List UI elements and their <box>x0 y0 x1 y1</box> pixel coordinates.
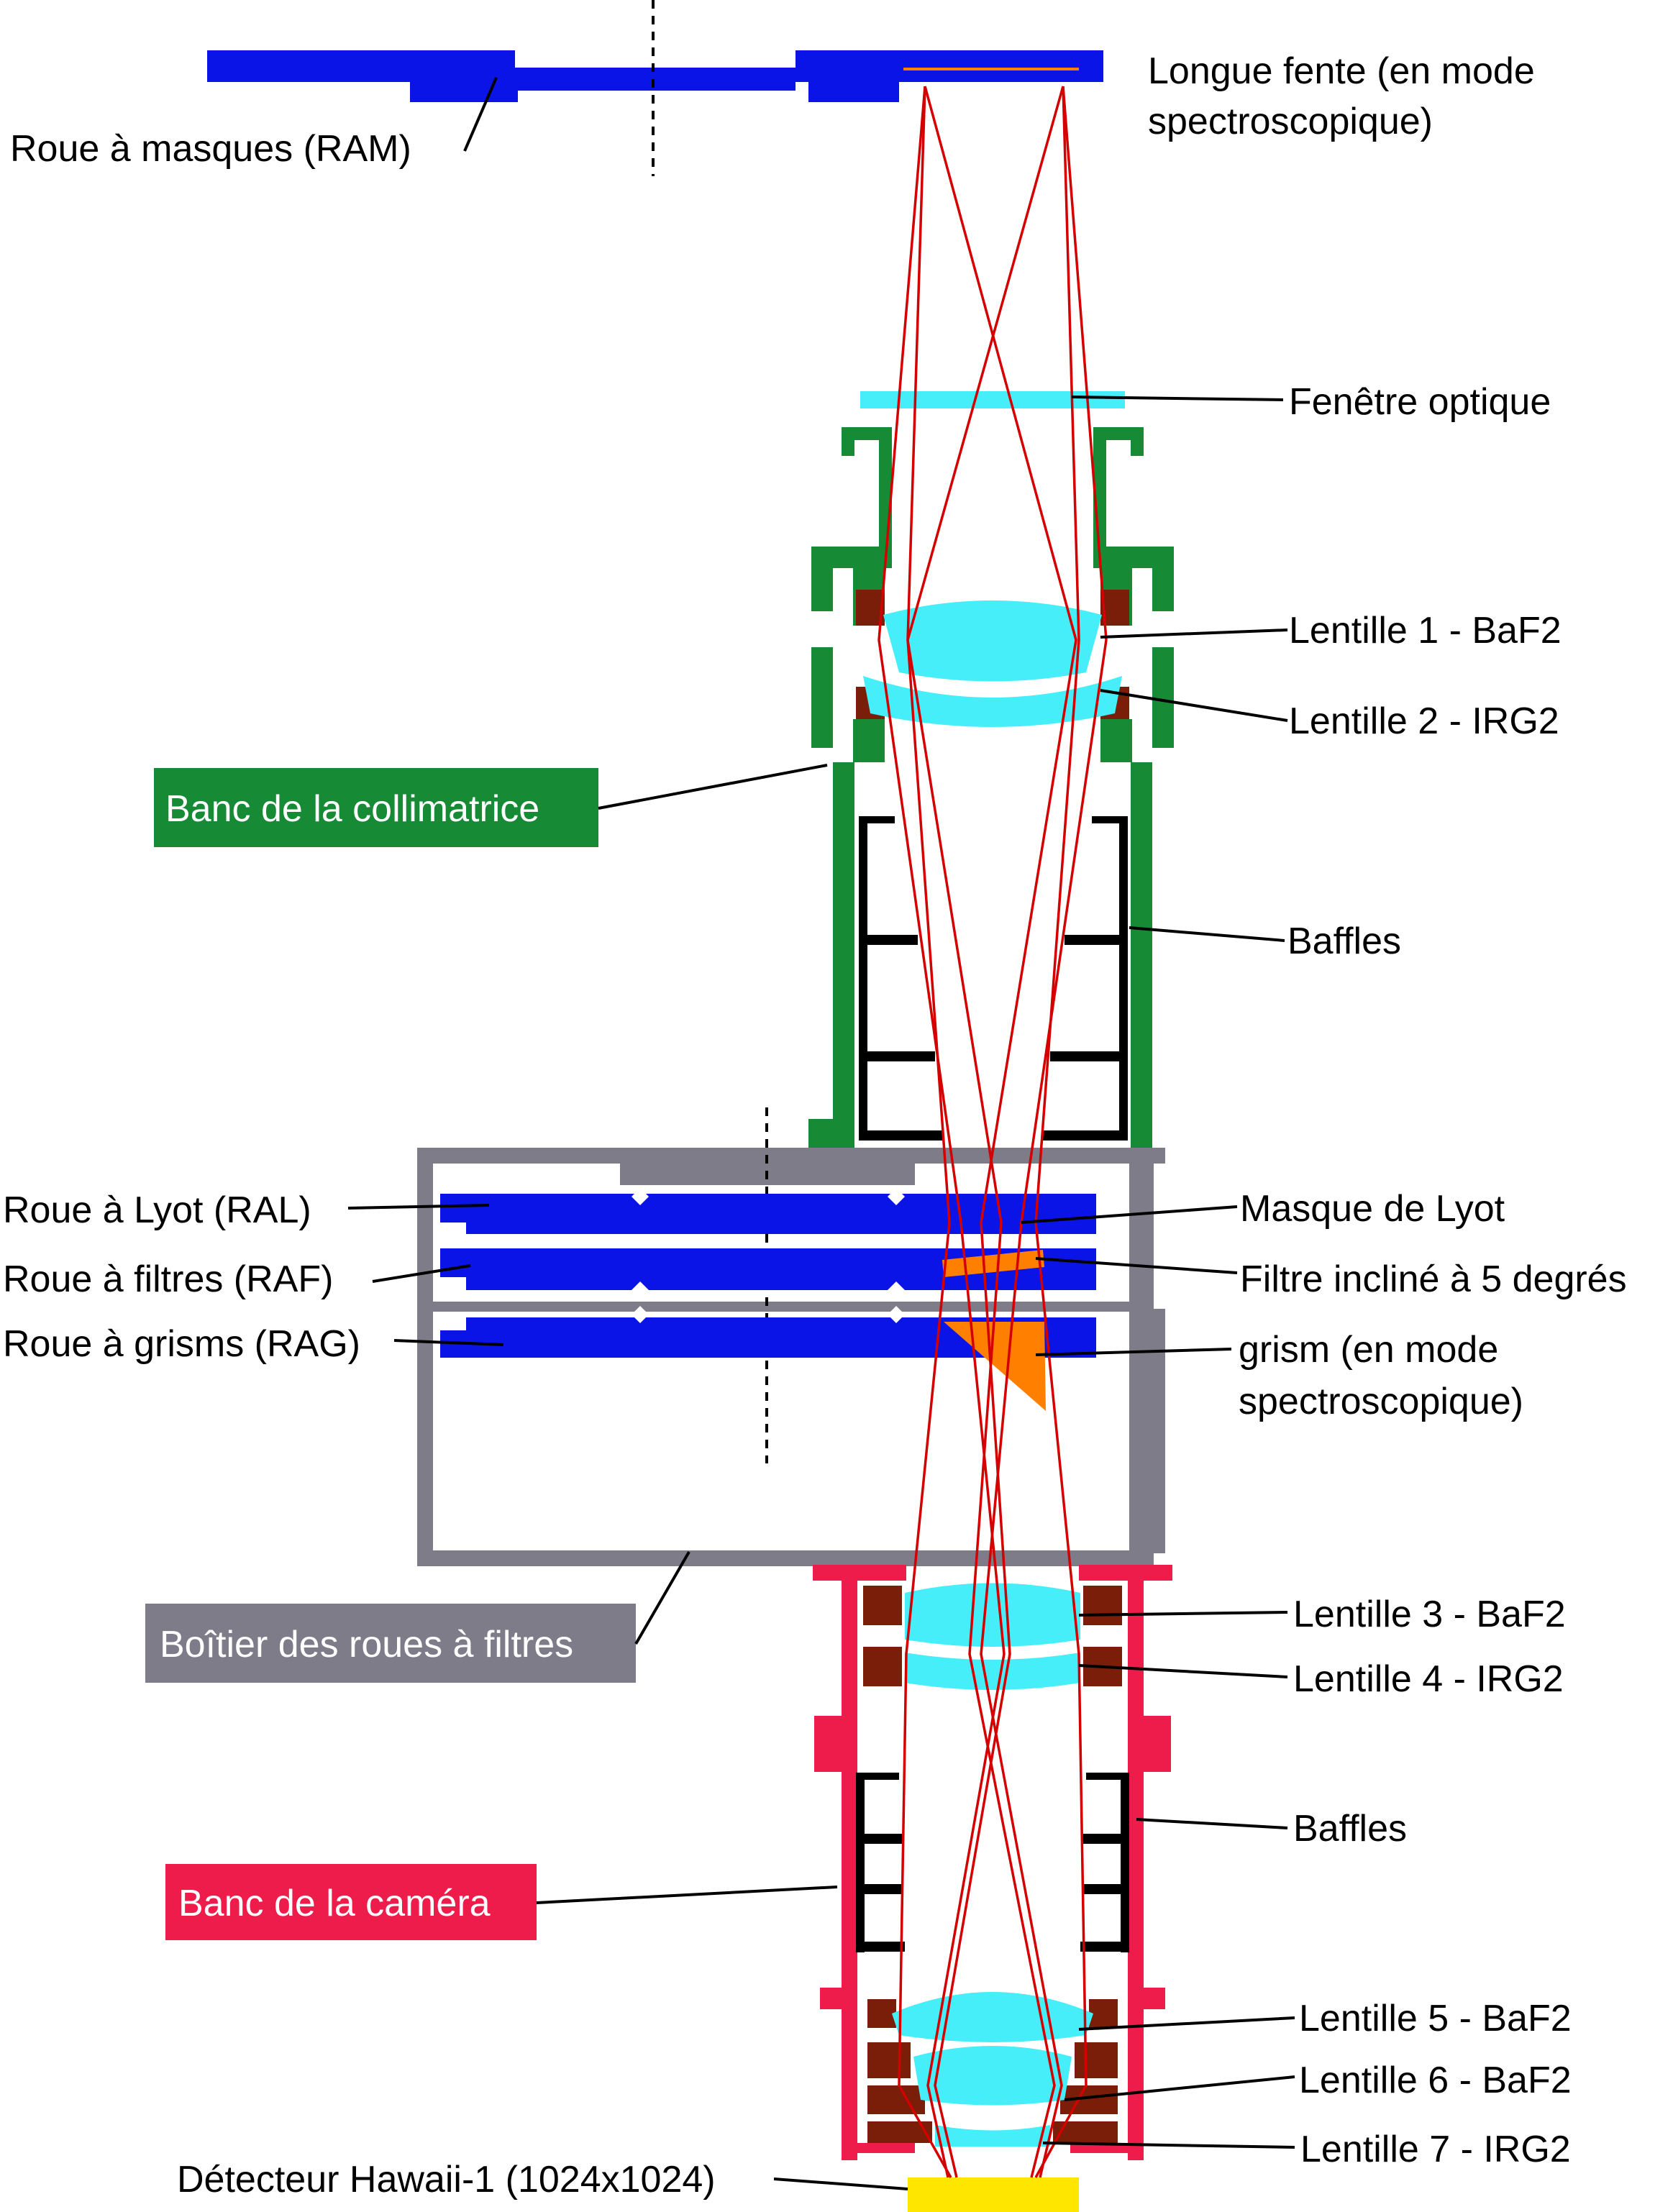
mask-wheel-label: Roue à masques (RAM) <box>10 128 411 170</box>
grism-label-line2: spectroscopique) <box>1239 1381 1523 1422</box>
detector-chip <box>908 2177 1079 2212</box>
filter-wheel-label: Roue à filtres (RAF) <box>3 1258 333 1300</box>
lens-1-label: Lentille 1 - BaF2 <box>1289 610 1562 652</box>
lens-6 <box>913 2046 1072 2106</box>
lyot-mask-label: Masque de Lyot <box>1240 1188 1505 1230</box>
grism-wheel-label: Roue à grisms (RAG) <box>3 1323 360 1365</box>
filter-wheel-housing <box>417 1148 1165 1566</box>
mask-wheel <box>207 50 1103 102</box>
lens-5-label: Lentille 5 - BaF2 <box>1299 1998 1572 2039</box>
filter-box-label: Boîtier des roues à filtres <box>160 1624 573 1665</box>
baffles-bottom-label: Baffles <box>1293 1808 1407 1850</box>
camera-bench-label-box <box>165 1864 537 1940</box>
lens-4-label: Lentille 4 - IRG2 <box>1293 1658 1564 1700</box>
camera-bench <box>813 1565 1172 2160</box>
lens-7 <box>935 2125 1050 2147</box>
tilted-filter-label: Filtre incliné à 5 degrés <box>1240 1258 1627 1300</box>
baffles-top-label: Baffles <box>1287 920 1401 962</box>
lens-3 <box>905 1583 1080 1647</box>
detector-label: Détecteur Hawaii-1 (1024x1024) <box>177 2159 716 2200</box>
optical-window <box>860 391 1125 408</box>
lyot-wheel-label: Roue à Lyot (RAL) <box>3 1189 311 1231</box>
collimator-bench-label: Banc de la collimatrice <box>165 788 539 830</box>
camera-bench-label: Banc de la caméra <box>178 1883 491 1924</box>
grism <box>944 1322 1046 1411</box>
lens-2 <box>863 676 1122 727</box>
wheel-bearings <box>632 1188 905 1323</box>
optical-rays <box>877 86 1108 2178</box>
long-slit-label-line1: Longue fente (en mode <box>1148 50 1535 92</box>
long-slit-label-line2: spectroscopique) <box>1148 101 1433 142</box>
optical-window-label: Fenêtre optique <box>1289 381 1551 423</box>
lens-6-label: Lentille 6 - BaF2 <box>1299 2060 1572 2101</box>
lens-1 <box>883 600 1102 682</box>
camera-baffles <box>856 1773 1129 1952</box>
lens-7-label: Lentille 7 - IRG2 <box>1300 2129 1571 2170</box>
collimator-baffles <box>859 816 1128 1141</box>
camera-lens-mounts <box>863 1586 1122 2143</box>
lens-2-label: Lentille 2 - IRG2 <box>1289 700 1559 742</box>
camera-lenses <box>892 1583 1093 2147</box>
leader-lines <box>347 77 1295 2190</box>
filter-box-label-box <box>145 1604 636 1683</box>
collimator-lenses <box>863 600 1122 727</box>
collimator-bench-label-box <box>154 768 598 847</box>
lens-4 <box>905 1653 1080 1690</box>
grism-label-line1: grism (en mode <box>1239 1329 1498 1371</box>
lens-3-label: Lentille 3 - BaF2 <box>1293 1594 1566 1635</box>
lens-5 <box>892 1992 1093 2042</box>
